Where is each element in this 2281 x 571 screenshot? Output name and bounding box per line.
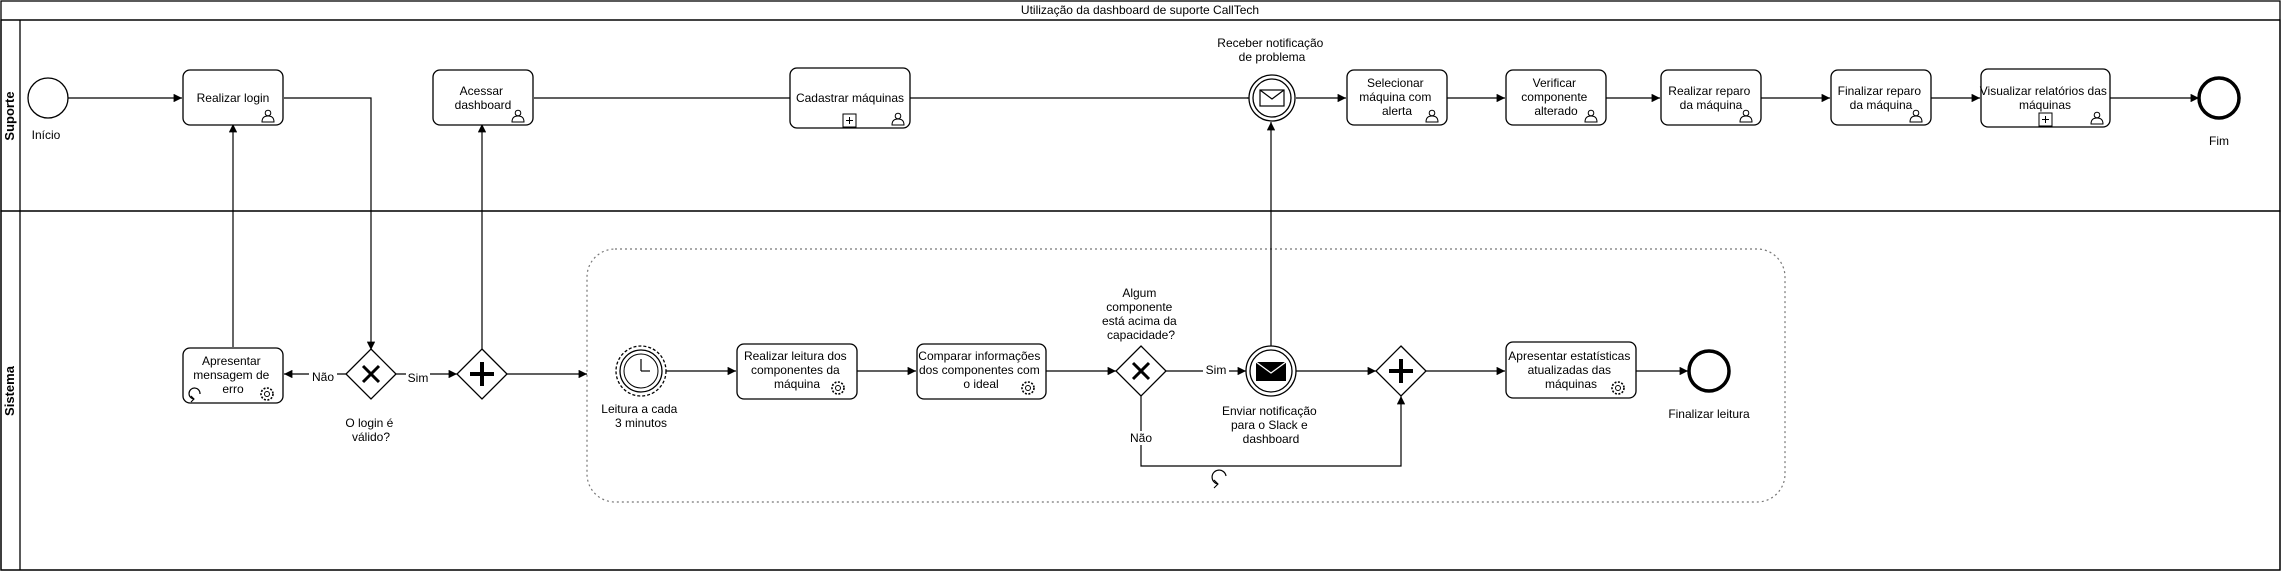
end-event-leitura-label: Finalizar leitura — [1668, 407, 1750, 421]
flow-label-nao-cap: Não — [1130, 431, 1152, 445]
start-event-label: Início — [32, 128, 61, 142]
user-icon — [891, 112, 905, 126]
flow-label-sim-cap: Sim — [1206, 363, 1227, 377]
task-verificar-componente[interactable]: Verificar componente alterado — [1505, 69, 1607, 126]
task-realizar-leitura[interactable]: Realizar leitura dos componentes da máqu… — [736, 343, 858, 400]
lane-sistema-label: Sistema — [2, 365, 17, 416]
gear-icon — [831, 381, 845, 395]
timer-start-event[interactable]: Leitura a cada 3 minutos — [601, 345, 680, 430]
start-event[interactable]: Início — [27, 77, 69, 142]
task-comparar[interactable]: Comparar informações dos componentes com… — [916, 343, 1047, 400]
loop-icon — [1211, 469, 1227, 489]
parallel-gateway-split[interactable] — [456, 348, 508, 400]
task-apresentar-mensagem[interactable]: Apresentar mensagem de erro — [182, 347, 284, 404]
flow-login-gateway — [284, 97, 376, 350]
task-label: Cadastrar máquinas — [796, 91, 904, 105]
task-realizar-login[interactable]: Realizar login — [182, 69, 284, 126]
plus-icon — [470, 362, 494, 386]
user-icon — [1739, 109, 1753, 123]
user-icon — [2090, 111, 2104, 125]
task-realizar-reparo[interactable]: Realizar reparo da máquina — [1660, 69, 1762, 126]
gateway-login-label: O login é válido? — [345, 416, 396, 444]
task-acessar-dashboard[interactable]: Acessar dashboard — [432, 69, 534, 126]
task-label: Acessar dashboard — [455, 84, 512, 112]
lane-sistema: Sistema — [0, 210, 2281, 571]
task-label: Apresentar mensagem de erro — [193, 354, 272, 396]
user-icon — [511, 109, 525, 123]
task-label: Finalizar reparo da máquina — [1838, 84, 1925, 112]
task-apresentar-estatisticas[interactable]: Apresentar estatísticas atualizadas das … — [1505, 341, 1637, 399]
timer-start-label: Leitura a cada 3 minutos — [601, 402, 680, 430]
user-icon — [1584, 109, 1598, 123]
event-subprocess — [586, 248, 1786, 503]
gateway-login-valido[interactable]: O login é válido? — [345, 348, 397, 444]
flow-labels: Não Sim Sim Não — [309, 363, 1229, 445]
envelope-filled-icon — [1255, 361, 1287, 381]
gear-icon — [260, 387, 274, 401]
user-icon — [261, 109, 275, 123]
task-label: Apresentar estatísticas atualizadas das … — [1508, 349, 1633, 391]
task-label: Comparar informações dos componentes com… — [918, 349, 1043, 391]
task-label: Realizar login — [197, 91, 270, 105]
end-event-label: Fim — [2209, 134, 2229, 148]
lane-suporte-label: Suporte — [2, 91, 17, 140]
flow-label-nao-login: Não — [312, 370, 334, 384]
flow-label-sim-login: Sim — [408, 371, 429, 385]
plus-icon — [1389, 359, 1413, 383]
task-label: Selecionar máquina com alerta — [1359, 76, 1434, 118]
message-catch-event[interactable]: Receber notificação de problema — [1217, 36, 1326, 122]
task-label: Visualizar relatórios das máquinas — [1980, 84, 2111, 112]
gear-icon — [1021, 381, 1035, 395]
x-icon — [361, 364, 381, 384]
end-event-leitura[interactable]: Finalizar leitura — [1668, 349, 1750, 421]
task-label: Realizar leitura dos componentes da máqu… — [744, 349, 850, 391]
clock-icon — [623, 353, 659, 389]
message-catch-label: Receber notificação de problema — [1217, 36, 1326, 64]
user-icon — [1909, 109, 1923, 123]
gear-icon — [1611, 381, 1625, 395]
task-label: Verificar componente alterado — [1521, 76, 1590, 118]
task-visualizar-relatorios[interactable]: Visualizar relatórios das máquinas — [1980, 68, 2111, 128]
collapsed-subprocess-icon — [842, 113, 857, 128]
task-cadastrar-maquinas[interactable]: Cadastrar máquinas — [789, 67, 911, 129]
envelope-icon — [1259, 89, 1285, 107]
user-icon — [1425, 109, 1439, 123]
parallel-gateway-join[interactable] — [1375, 345, 1427, 397]
end-event[interactable]: Fim — [2197, 76, 2241, 148]
gateway-acima-capacidade[interactable]: Algum componente está acima da capacidad… — [1102, 286, 1180, 397]
task-finalizar-reparo[interactable]: Finalizar reparo da máquina — [1830, 69, 1932, 126]
message-throw-label: Enviar notificação para o Slack e dashbo… — [1222, 404, 1320, 446]
task-selecionar-maquina[interactable]: Selecionar máquina com alerta — [1346, 69, 1448, 126]
gateway-capacidade-label: Algum componente está acima da capacidad… — [1102, 286, 1180, 342]
pool-title: Utilização da dashboard de suporte CallT… — [1021, 3, 1259, 17]
x-icon — [1131, 361, 1151, 381]
message-throw-event[interactable]: Enviar notificação para o Slack e dashbo… — [1222, 345, 1320, 446]
loop-icon — [188, 387, 201, 403]
task-label: Realizar reparo da máquina — [1668, 84, 1753, 112]
collapsed-subprocess-icon — [2038, 112, 2053, 127]
